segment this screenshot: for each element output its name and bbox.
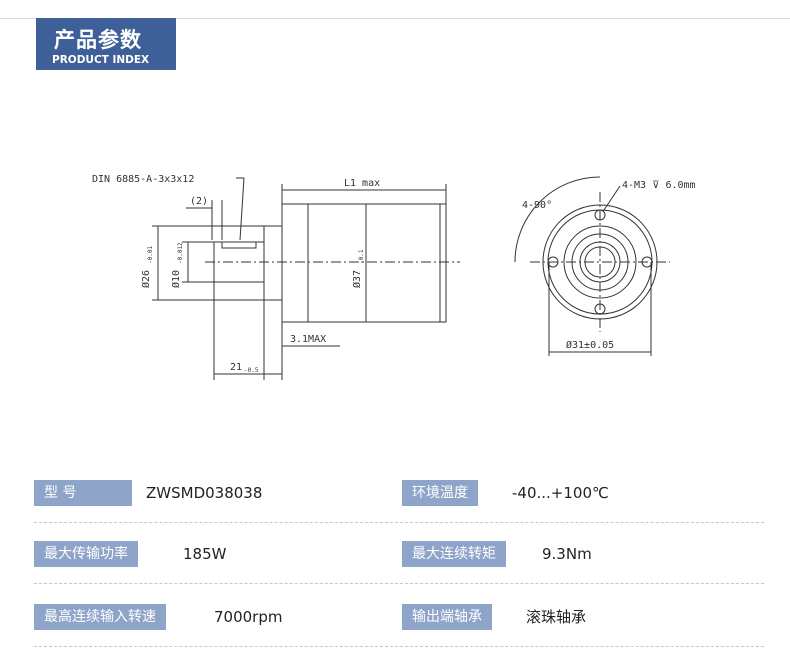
- section-subtitle: PRODUCT INDEX: [52, 54, 150, 66]
- front-view: [514, 176, 670, 356]
- dim-21-tol: -0.5: [244, 367, 259, 374]
- spec-row: 最高连续输入转速 7000rpm 输出端轴承 滚珠轴承: [34, 604, 764, 630]
- spec-value-max-torque: 9.3Nm: [542, 545, 592, 563]
- motor-flange: [263, 225, 283, 301]
- spec-value-max-speed: 7000rpm: [214, 608, 283, 626]
- dim-d31: Ø31±0.05: [566, 339, 614, 351]
- spec-label-max-power: 最大传输功率: [34, 541, 138, 567]
- section-title: 产品参数: [54, 28, 142, 52]
- row-divider: [34, 522, 764, 523]
- spec-value-model: ZWSMD038038: [146, 484, 263, 502]
- dim-3-1max: 3.1MAX: [290, 334, 326, 345]
- dim-d26: Ø26: [140, 270, 152, 288]
- dim-d10-tol: -0.012: [177, 242, 184, 264]
- spec-row: 型 号 ZWSMD038038 环境温度 -40...+100℃: [34, 480, 764, 506]
- dim-angle: 4-90°: [522, 200, 552, 211]
- spec-label-max-speed: 最高连续输入转速: [34, 604, 166, 630]
- dim-21: 21: [230, 362, 242, 373]
- spec-value-temperature: -40...+100℃: [512, 484, 609, 502]
- spec-label-model: 型 号: [34, 480, 132, 506]
- technical-drawing: DIN 6885-A-3x3x12 (2) L1 max Ø26 -0.01 Ø…: [92, 174, 696, 380]
- dim-d37: Ø37: [351, 270, 363, 288]
- spec-label-max-torque: 最大连续转矩: [402, 541, 506, 567]
- dim-holes: 4-M3 ⊽ 6.0mm: [622, 180, 696, 191]
- spec-value-max-power: 185W: [183, 545, 227, 563]
- dim-l1-max: L1 max: [344, 178, 380, 189]
- din-label: DIN 6885-A-3x3x12: [92, 174, 194, 185]
- row-divider: [34, 583, 764, 584]
- section-header: 产品参数 PRODUCT INDEX: [36, 18, 176, 70]
- spec-row: 最大传输功率 185W 最大连续转矩 9.3Nm: [34, 541, 764, 567]
- row-divider: [34, 646, 764, 647]
- shaft-key: [221, 241, 257, 249]
- spec-label-bearing: 输出端轴承: [402, 604, 492, 630]
- dim-d26-tol: -0.01: [147, 246, 154, 264]
- header-top-line: [0, 18, 790, 19]
- dim-d37-tol: -0.1: [358, 249, 365, 264]
- spec-label-temperature: 环境温度: [402, 480, 478, 506]
- dim-d10: Ø10: [170, 270, 182, 288]
- dim-2: (2): [190, 196, 208, 207]
- spec-value-bearing: 滚珠轴承: [526, 608, 587, 626]
